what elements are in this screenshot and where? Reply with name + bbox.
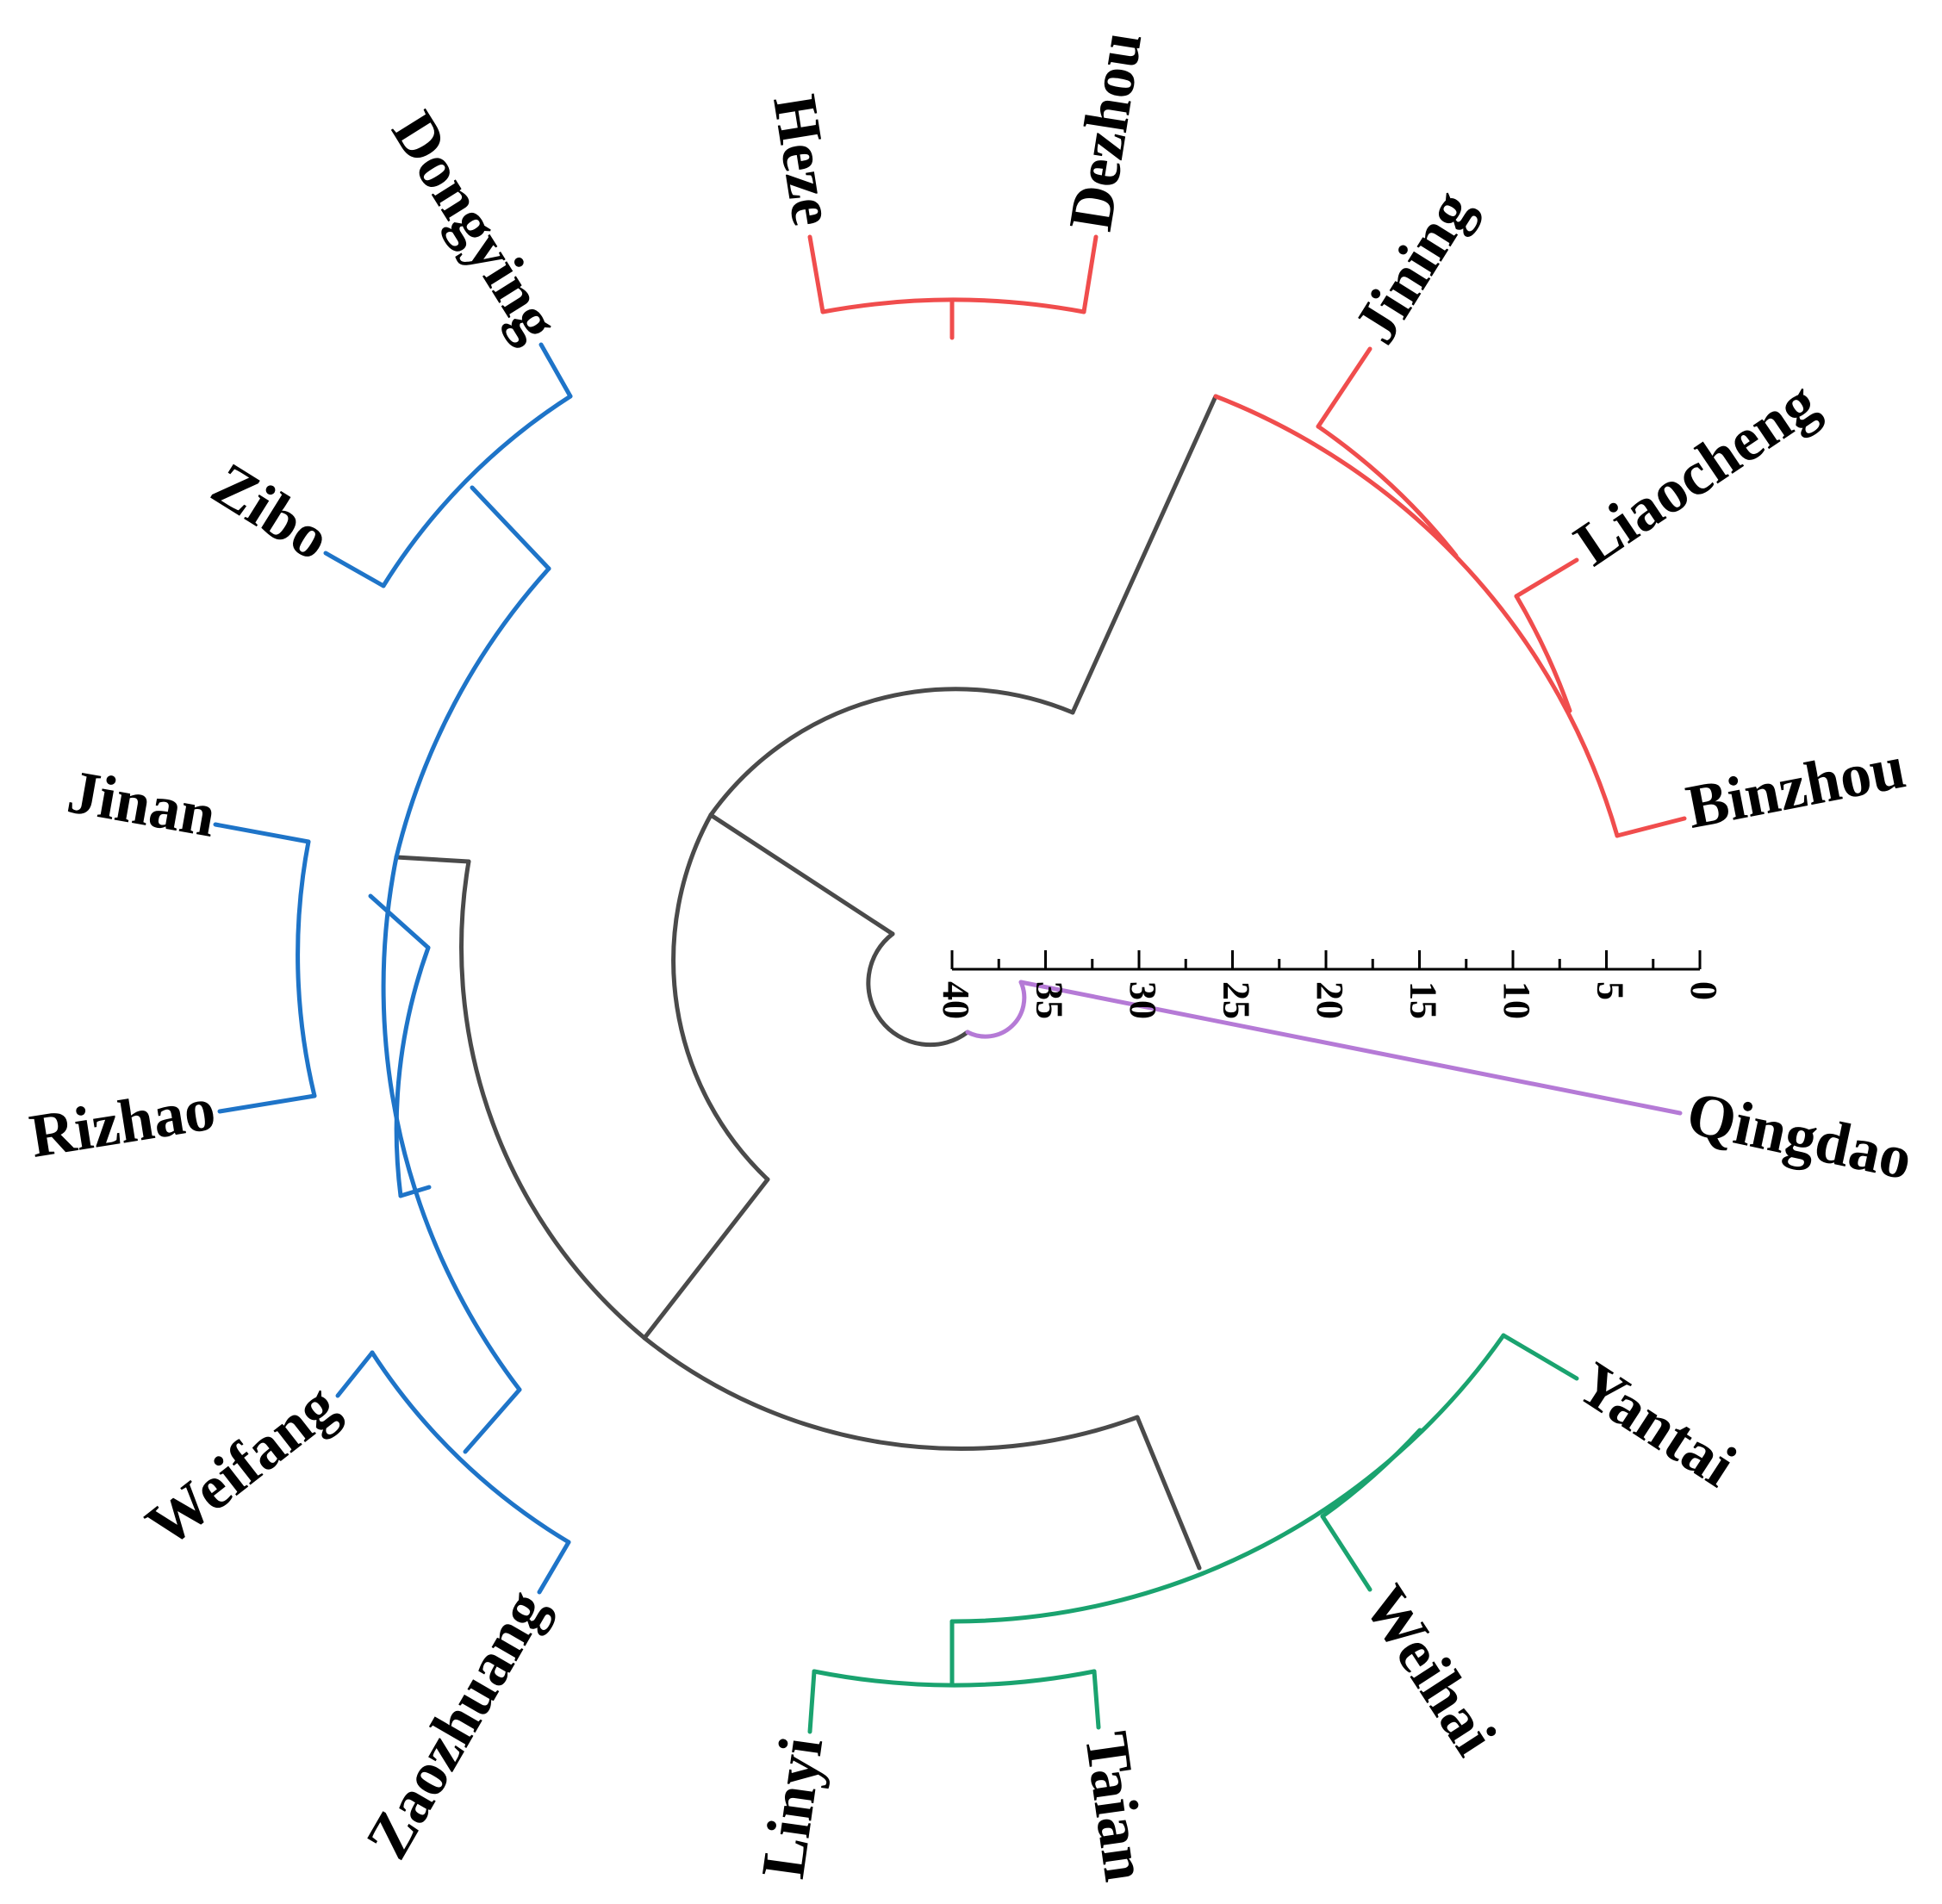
blue-rizhao-stem xyxy=(217,1093,317,1114)
purple-cluster xyxy=(965,980,1683,1116)
axis-tick-label-30: 30 xyxy=(1122,981,1164,1019)
blue-cluster xyxy=(213,342,573,1595)
red-heze-dezhou-arc xyxy=(820,297,1086,314)
axis-tick-label-40: 40 xyxy=(935,981,977,1019)
red-jining-node-arc xyxy=(1316,424,1459,558)
main-node-upper-arc xyxy=(708,687,1075,818)
leaf-label-weifang: Weifang xyxy=(134,1371,350,1561)
blue-weifang-zaozhuang-node xyxy=(463,1387,522,1454)
green-yantai-stem xyxy=(1501,1333,1579,1381)
green-cluster-spoke xyxy=(1135,1415,1202,1571)
leaf-label-jining: Jining xyxy=(1341,178,1487,355)
leaf-label-jinan: Jinan xyxy=(63,756,221,850)
axis-tick-label-5: 5 xyxy=(1589,981,1631,1000)
green-weihai-node-arc xyxy=(1320,1428,1422,1519)
purple-qingdao-stem xyxy=(1018,980,1683,1116)
blue-inner-arc xyxy=(394,945,431,1198)
green-taian-stem xyxy=(1092,1669,1101,1730)
axis-ticks xyxy=(950,950,1702,969)
leaf-label-binzhou: Binzhou xyxy=(1681,732,1911,842)
axis-tick-label-35: 35 xyxy=(1028,981,1070,1019)
blue-dongying-zibo-node xyxy=(470,485,551,571)
axis-tick-label-25: 25 xyxy=(1215,981,1257,1019)
leaf-label-rizhao: Rizhao xyxy=(25,1073,220,1171)
red-cluster xyxy=(807,234,1687,838)
blue-cluster-spoke xyxy=(394,855,471,864)
red-jining-stem xyxy=(1316,346,1372,429)
leaf-label-taian: Taian xyxy=(1072,1727,1161,1885)
gray-branches xyxy=(394,394,1218,1571)
blue-dongying-stem xyxy=(538,342,573,399)
axis-tick-label-10: 10 xyxy=(1496,981,1538,1019)
green-linyi-stem xyxy=(807,1669,817,1734)
blue-zibo-stem xyxy=(323,551,386,588)
axis-tick-label-20: 20 xyxy=(1309,981,1351,1019)
blue-weifang-stem xyxy=(335,1350,375,1398)
green-weihai-stem xyxy=(1320,1514,1372,1592)
main-node-lower-arc xyxy=(671,812,770,1182)
lower-node-left-arc xyxy=(459,859,647,1341)
red-liaocheng-stem xyxy=(1514,557,1579,599)
blue-inner-link xyxy=(398,1185,432,1198)
leaf-label-zibo: Zibo xyxy=(201,449,343,573)
leaf-label-qingdao: Qingdao xyxy=(1681,1079,1918,1193)
leaf-label-liaocheng: Liaocheng xyxy=(1562,368,1829,579)
lower-node-spoke xyxy=(642,1177,770,1341)
leaf-label-dongying: Dongying xyxy=(379,100,573,353)
root-arc xyxy=(866,931,970,1048)
red-dezhou-stem xyxy=(1081,234,1099,314)
purple-root-arc xyxy=(965,980,1027,1039)
leaf-label-dezhou: Dezhou xyxy=(1055,27,1155,235)
green-cluster xyxy=(807,1333,1579,1734)
red-binzhou-stem xyxy=(1615,816,1687,838)
red-outer-arc xyxy=(1213,394,1620,838)
leaf-label-heze: Heze xyxy=(760,90,849,231)
green-taian-linyi-arc xyxy=(812,1669,1097,1688)
leaf-labels: Heze Dezhou Jining Liaocheng Binzhou Qin… xyxy=(25,27,1918,1885)
blue-jinan-rizhao-arc xyxy=(296,839,317,1098)
axis-tick-label-0: 0 xyxy=(1683,981,1725,1000)
blue-zaozhuang-stem xyxy=(537,1540,571,1595)
blue-upper-arc xyxy=(394,566,551,860)
scale-axis xyxy=(950,950,1702,971)
green-outer-arc xyxy=(949,1333,1506,1624)
red-heze-stem xyxy=(807,234,825,314)
leaf-label-linyi: Linyi xyxy=(748,1733,836,1882)
blue-jinan-stem xyxy=(213,822,311,844)
red-liaocheng-node-arc xyxy=(1514,594,1572,713)
blue-dongying-zibo-arc xyxy=(381,394,573,588)
blue-lower-arc xyxy=(381,855,522,1392)
axis-tick-labels: 40 35 30 25 20 15 10 5 0 xyxy=(935,981,1725,1019)
leaf-label-zaozhuang: Zaozhuang xyxy=(352,1578,560,1870)
axis-tick-label-15: 15 xyxy=(1402,981,1444,1019)
leaf-label-weihai: Weihai xyxy=(1351,1573,1510,1767)
root-to-main-spoke xyxy=(708,812,895,936)
blue-inner-connector xyxy=(368,893,431,950)
red-cluster-spoke xyxy=(1070,394,1218,715)
leaf-label-yantai: Yantai xyxy=(1565,1348,1747,1500)
lower-node-right-arc xyxy=(642,1335,1140,1451)
blue-weifang-zaozhuang-arc xyxy=(370,1350,571,1545)
